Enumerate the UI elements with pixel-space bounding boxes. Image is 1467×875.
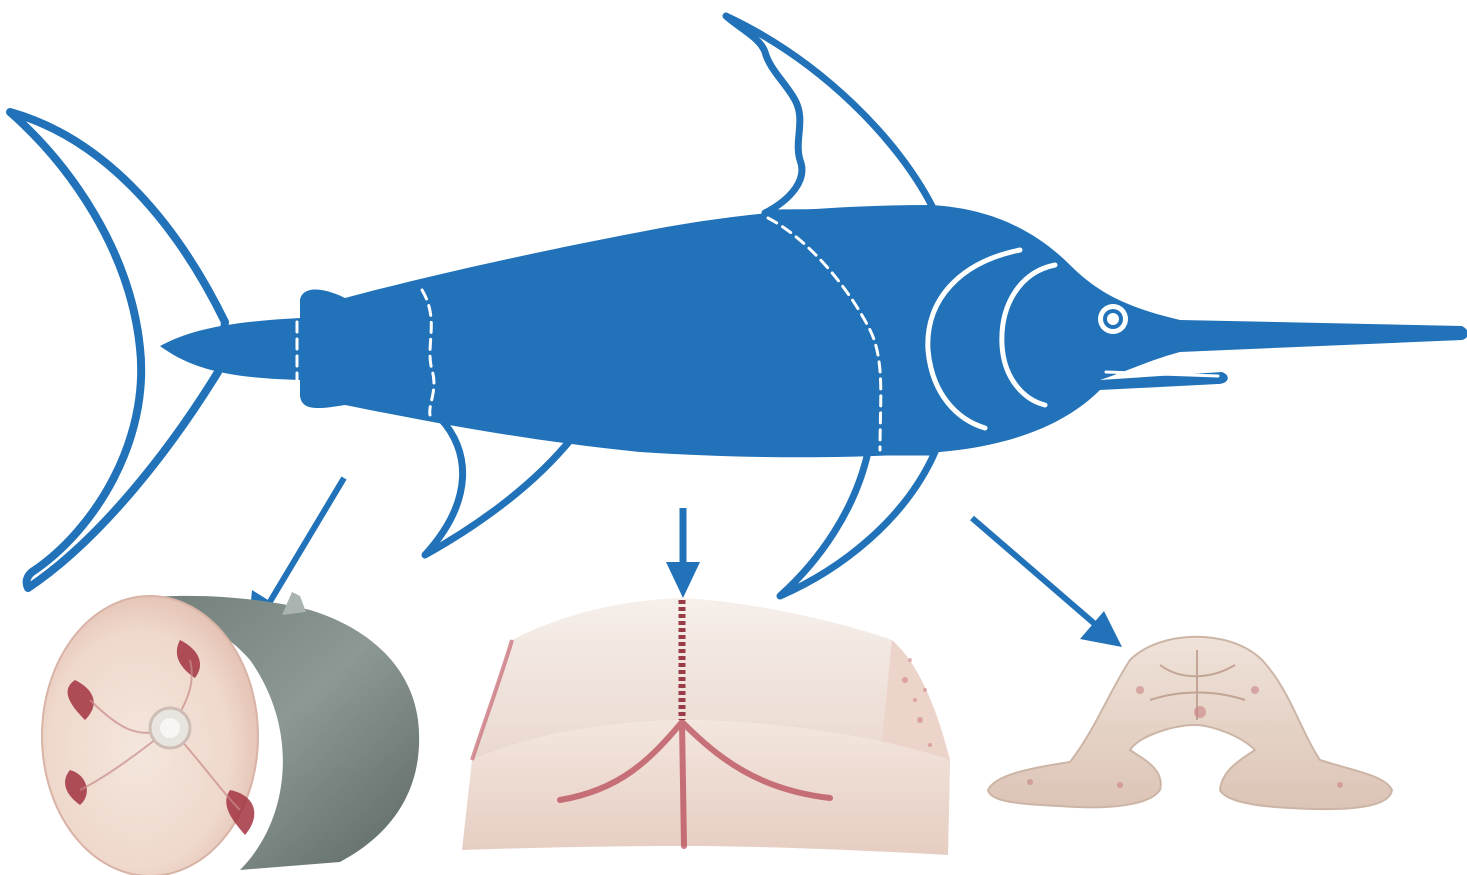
loin-photo [462,598,950,855]
fish-illustration [10,16,1467,596]
arrow-to-head [972,518,1122,647]
fish-body [300,205,1467,457]
head-cut-shape [988,637,1392,809]
fish-mouth [1106,372,1218,376]
steak-photo [42,592,419,875]
fish-eye [1098,304,1128,334]
head-photo [988,637,1392,809]
arrow-to-loin [666,508,700,598]
pectoral-fin [780,452,935,596]
dorsal-fin [726,16,935,213]
